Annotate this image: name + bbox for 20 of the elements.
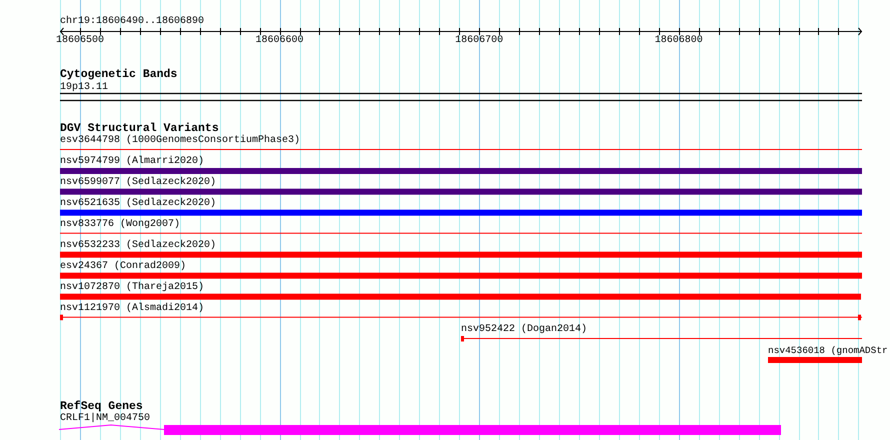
region-title: chr19:18606490..18606890 <box>60 16 204 26</box>
track-title: DGV Structural Variants <box>60 122 219 134</box>
feature-label: nsv833776 (Wong2007) <box>60 218 180 230</box>
tick-label: 18606500 <box>56 34 104 46</box>
feature-label: nsv4536018 (gnomADStr <box>768 344 888 356</box>
gene-label: CRLF1|NM_004750 <box>60 412 150 424</box>
feature-label: nsv6521635 (Sedlazeck2020) <box>60 198 216 209</box>
track-title: RefSeq Genes <box>60 400 143 412</box>
tick-label: 18606700 <box>455 34 504 46</box>
feature-label: esv24367 (Conrad2009) <box>60 260 186 272</box>
band-label: 19p13.11 <box>60 82 108 92</box>
feature-label: nsv6532233 (Sedlazeck2020) <box>60 240 216 251</box>
feature-label: nsv1121970 (Alsmadi2014) <box>60 302 204 314</box>
tick-label: 18606600 <box>256 34 304 46</box>
tick-label: 18606800 <box>654 34 703 46</box>
feature-label: nsv952422 (Dogan2014) <box>461 324 588 334</box>
feature-label: nsv6599077 (Sedlazeck2020) <box>60 176 216 188</box>
feature-label: esv3644798 (1000GenomesConsortiumPhase3) <box>60 134 300 146</box>
feature-label: nsv1072870 (Thareja2015) <box>60 282 204 293</box>
feature-label: nsv5974799 (Almarri2020) <box>60 156 204 166</box>
